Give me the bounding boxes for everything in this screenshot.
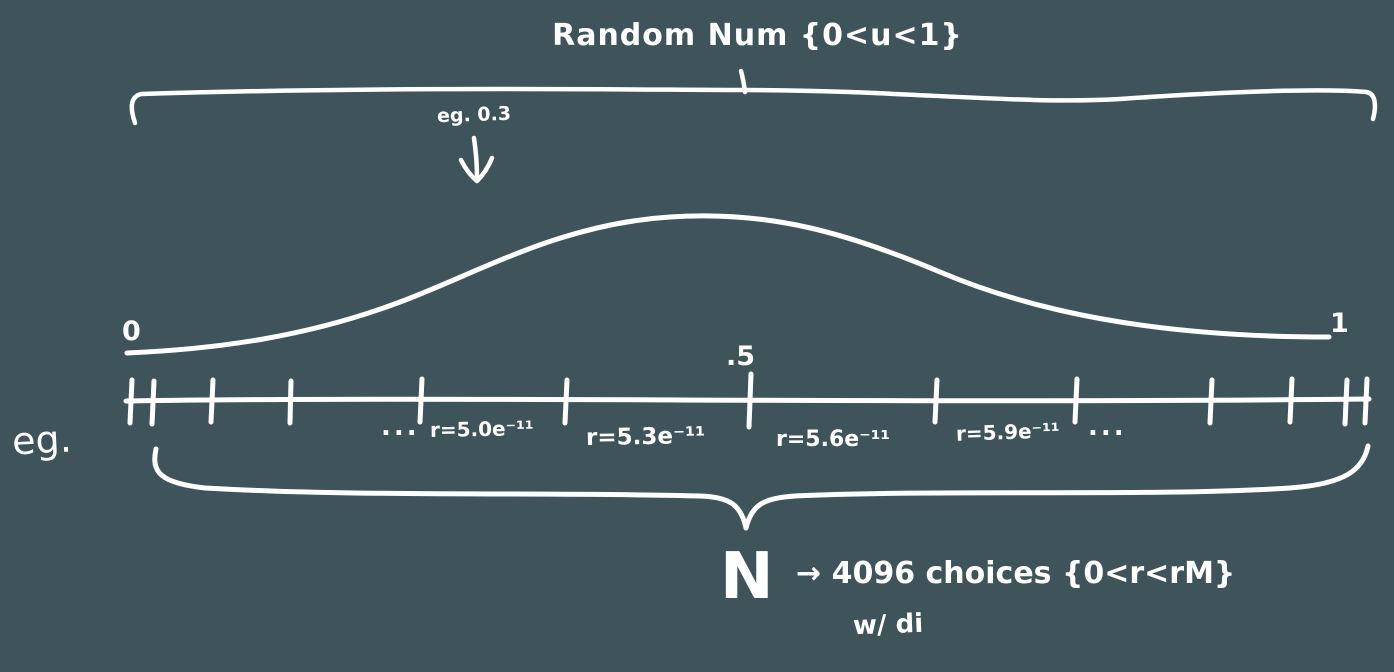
interval-label-1: r=5.0e⁻¹¹ <box>429 416 534 442</box>
diagram-title: Random Num {0<u<1} <box>552 18 963 53</box>
down-arrow-icon <box>458 135 495 184</box>
number-line <box>123 371 1372 430</box>
eg-label: eg. <box>10 416 73 464</box>
example-annotation: eg. 0.3 <box>436 102 512 128</box>
ellipsis-right: ... <box>1088 412 1127 442</box>
axis-label-1: 1 <box>1330 308 1349 339</box>
n-label: N <box>720 540 774 614</box>
bell-curve <box>124 213 1332 356</box>
choices-label: → 4096 choices {0<r<rM} <box>796 556 1236 591</box>
note-label: w/ di <box>852 608 924 642</box>
top-bracket <box>129 68 1378 126</box>
axis-label-mid: .5 <box>726 341 756 372</box>
ellipsis-left: ... <box>381 412 420 442</box>
interval-label-2: r=5.3e⁻¹¹ <box>585 422 706 452</box>
curly-brace <box>152 443 1371 531</box>
axis-label-0: 0 <box>122 316 141 347</box>
interval-label-4: r=5.9e⁻¹¹ <box>955 418 1061 446</box>
interval-label-3: r=5.6e⁻¹¹ <box>776 427 891 452</box>
bracket-center-tick <box>738 68 748 95</box>
center-tick <box>746 371 754 430</box>
